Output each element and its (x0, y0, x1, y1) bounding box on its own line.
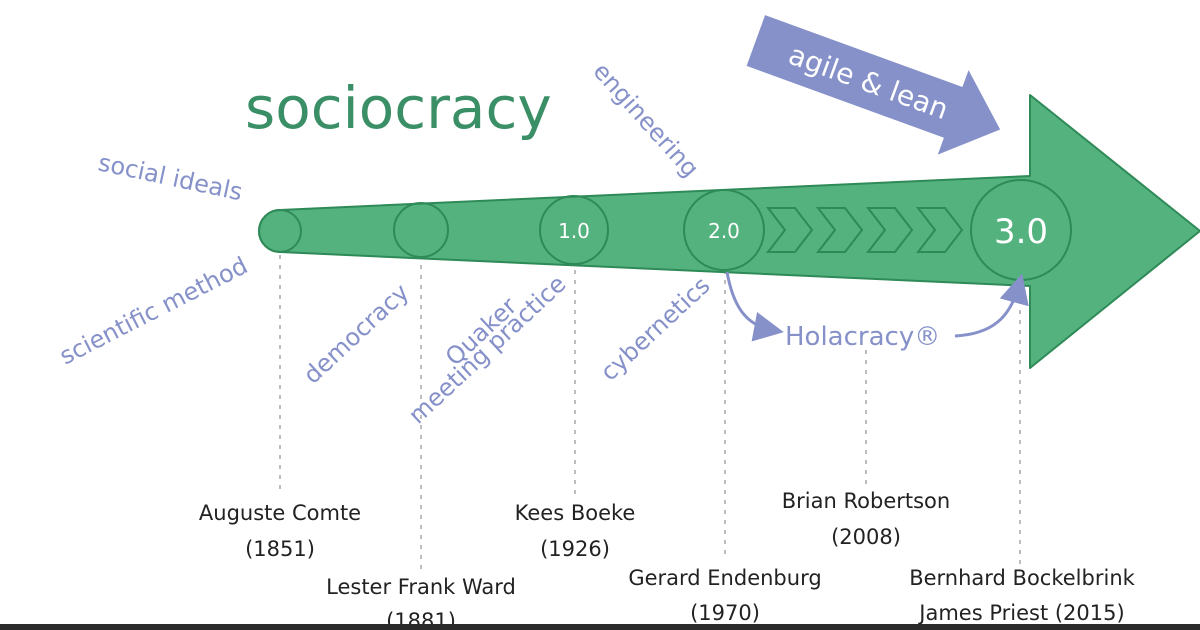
bottom-rule (0, 624, 1200, 630)
progress-chevrons (765, 207, 964, 253)
person-endenburg-year: (1970) (690, 601, 760, 625)
stage-circle-origin (258, 209, 302, 253)
concept-social-ideals: social ideals (96, 148, 245, 206)
concept-holacracy: Holacracy® (785, 322, 940, 352)
person-robertson-name: Brian Robertson (782, 489, 950, 513)
holacracy-branch-arrow-out (954, 273, 1029, 338)
concept-cybernetics: cybernetics (595, 271, 715, 386)
agile-lean-banner: agile & lean (746, 15, 1001, 155)
person-comte-name: Auguste Comte (199, 501, 361, 525)
version-2-0-label: 2.0 (708, 219, 740, 243)
person-endenburg-name: Gerard Endenburg (628, 566, 821, 590)
stage-circle-democracy (393, 202, 449, 258)
stage-circle-2-0 (683, 189, 765, 271)
person-bockelbrink-name: Bernhard Bockelbrink (909, 566, 1135, 590)
version-1-0-label: 1.0 (558, 219, 590, 243)
concept-engineering: engineering (588, 57, 705, 182)
page-title: sociocracy (245, 74, 552, 142)
person-boeke-year: (1926) (540, 537, 610, 561)
version-3-0-label: 3.0 (994, 212, 1048, 252)
person-ward-name: Lester Frank Ward (326, 575, 516, 599)
stage-circle-1-0 (539, 195, 609, 265)
concept-democracy: democracy (298, 278, 415, 389)
concept-meeting-practice: meeting practice (403, 270, 571, 430)
person-boeke-name: Kees Boeke (515, 501, 636, 525)
person-comte-year: (1851) (245, 537, 315, 561)
person-priest-name-year: James Priest (2015) (917, 601, 1124, 625)
person-robertson-year: (2008) (831, 525, 901, 549)
holacracy-branch-arrow-in (725, 271, 784, 342)
concept-scientific-method: scientific method (55, 251, 252, 370)
